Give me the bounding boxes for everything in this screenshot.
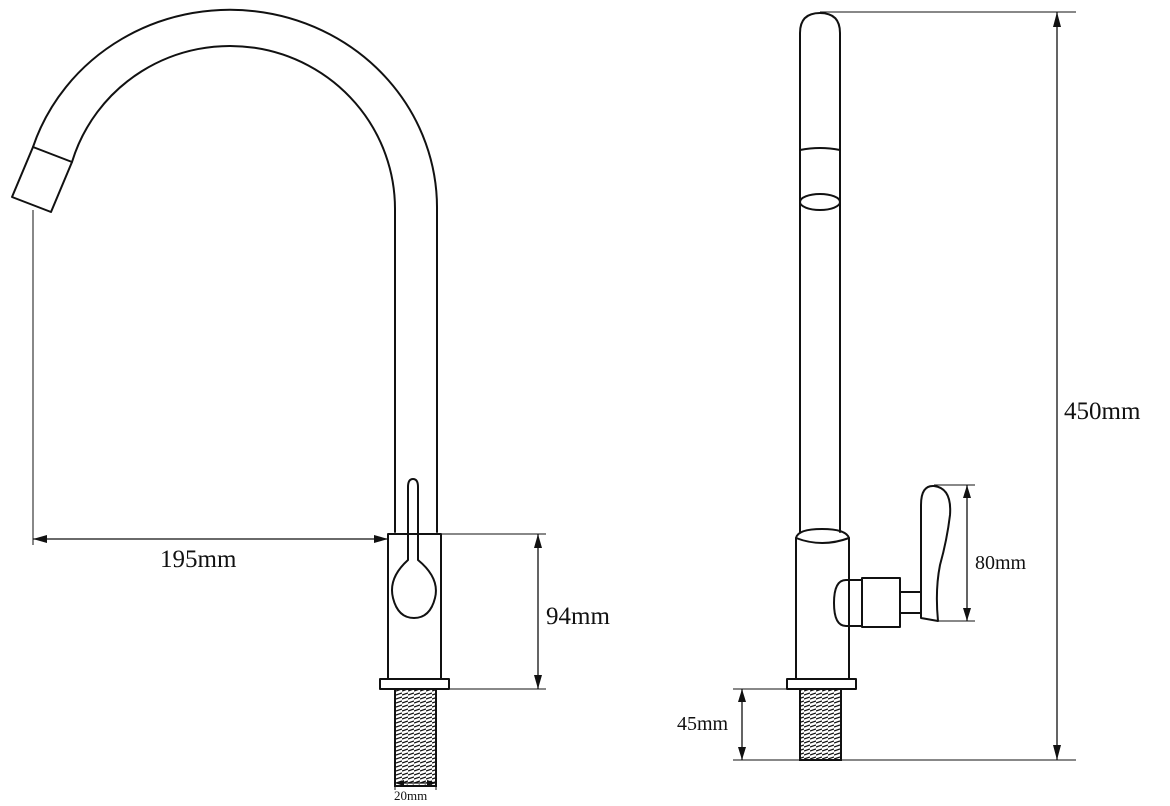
side-handle-hub xyxy=(861,577,901,628)
handle-height-label: 80mm xyxy=(975,552,1027,574)
side-body xyxy=(795,528,850,680)
total-height-dimension xyxy=(733,11,1076,761)
thread-length-label: 45mm xyxy=(677,713,729,735)
handle-height-dimension xyxy=(934,484,975,622)
front-base-flange xyxy=(379,678,450,690)
side-pipe-band xyxy=(799,147,841,151)
total-height-label: 450mm xyxy=(1064,398,1141,425)
front-spout xyxy=(11,8,439,533)
thread-diameter-label: 20mm xyxy=(394,788,427,803)
side-aerator-ring xyxy=(799,193,841,211)
side-view xyxy=(786,12,952,761)
side-pipe xyxy=(799,12,841,533)
base-height-label: 94mm xyxy=(546,603,610,630)
front-threaded-shank xyxy=(394,688,437,787)
spout-aerator xyxy=(11,146,73,213)
side-lever-blade xyxy=(920,484,952,622)
side-base-flange xyxy=(786,678,857,690)
side-handle-stem xyxy=(899,591,922,614)
front-view xyxy=(11,8,450,787)
thread-length-dimension xyxy=(733,688,787,760)
side-handle-knob xyxy=(833,579,863,627)
front-lever-handle xyxy=(391,478,437,619)
spout-reach-dimension xyxy=(32,210,388,545)
side-threaded-shank xyxy=(799,688,842,761)
thread-diameter-dimension xyxy=(394,780,437,790)
base-height-dimension xyxy=(441,533,546,690)
spout-reach-label: 195mm xyxy=(160,546,237,573)
